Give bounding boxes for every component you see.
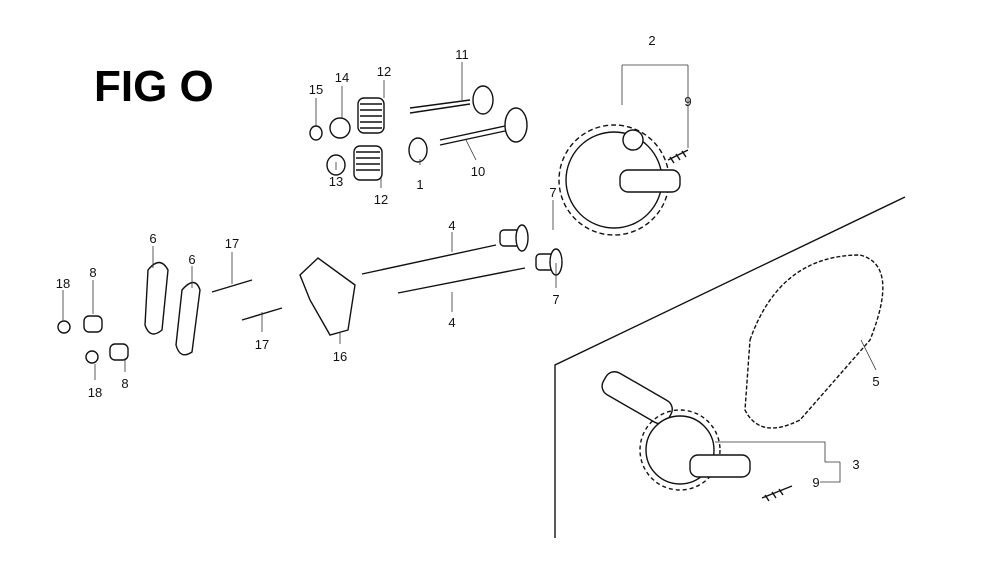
part-1-seal (408, 137, 428, 163)
label-3: 3 (852, 457, 859, 472)
rocker-arm-b (175, 281, 201, 356)
label-14: 14 (335, 70, 349, 85)
label-12-top: 12 (377, 64, 391, 79)
part-14-retainer (329, 117, 351, 139)
label-18-bottom: 18 (88, 385, 102, 400)
label-15: 15 (309, 82, 323, 97)
label-6-left: 6 (149, 231, 156, 246)
nuts-and-pivots (57, 315, 129, 364)
label-8-top: 8 (89, 265, 96, 280)
label-18-top: 18 (56, 276, 70, 291)
label-13: 13 (329, 174, 343, 189)
figure-title: FIG O (94, 62, 214, 111)
label-7-top: 7 (549, 185, 556, 200)
part-9-spring-bottom (761, 485, 793, 502)
crankshaft-gear (601, 371, 751, 491)
label-1: 1 (416, 177, 423, 192)
valve-springs (353, 97, 385, 181)
label-4-bottom: 4 (448, 315, 455, 330)
pushrod-lower (397, 267, 526, 294)
label-10: 10 (471, 164, 485, 179)
label-9-top: 9 (684, 94, 691, 109)
camshaft-gear (558, 124, 681, 236)
label-5: 5 (872, 374, 879, 389)
part-15-cotter (309, 125, 323, 141)
label-2: 2 (648, 33, 655, 48)
part-5-timing-chain (744, 254, 884, 429)
studs-17 (211, 279, 283, 321)
part-16-guide-plate (299, 257, 356, 336)
label-4-top: 4 (448, 218, 455, 233)
valve-10 (439, 107, 528, 146)
label-17-top: 17 (225, 236, 239, 251)
label-6-right: 6 (188, 252, 195, 267)
inset-divider (554, 196, 906, 538)
label-12-bottom: 12 (374, 192, 388, 207)
valve-11 (409, 85, 494, 115)
pushrod-upper (361, 244, 497, 275)
label-9-bottom: 9 (812, 475, 819, 490)
label-17-bottom: 17 (255, 337, 269, 352)
part-9-spring-top (667, 149, 689, 164)
label-11: 11 (455, 47, 469, 62)
label-7-bottom: 7 (552, 292, 559, 307)
tappets-7 (499, 224, 563, 276)
label-16: 16 (333, 349, 347, 364)
label-8-bottom: 8 (121, 376, 128, 391)
rocker-arm-a (144, 261, 169, 335)
